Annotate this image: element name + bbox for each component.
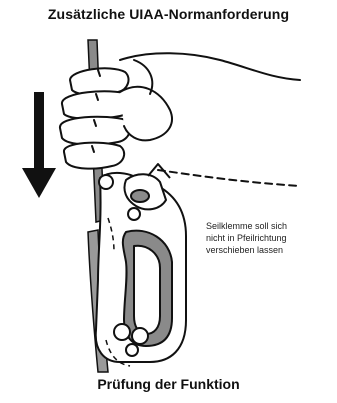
down-arrow-icon <box>22 92 56 198</box>
rope-clamp-illustration <box>96 164 186 366</box>
note-line: Seilklemme soll sich <box>206 220 331 232</box>
note-line: verschieben lassen <box>206 244 331 256</box>
figure-caption: Prüfung der Funktion <box>0 376 337 392</box>
hand-illustration <box>60 53 300 186</box>
note-line: nicht in Pfeilrichtung <box>206 232 331 244</box>
instruction-note: Seilklemme soll sich nicht in Pfeilricht… <box>206 220 331 256</box>
